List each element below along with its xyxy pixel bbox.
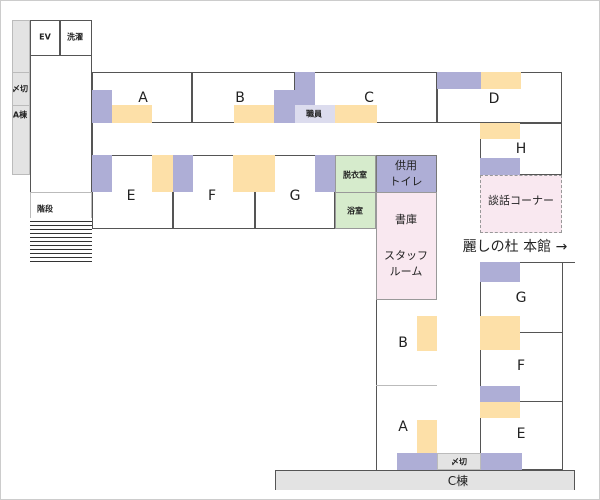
room-block bbox=[92, 155, 112, 192]
room-f-label: F bbox=[207, 188, 217, 204]
dressing-room bbox=[335, 155, 376, 193]
room-low-a-label: A bbox=[398, 419, 408, 435]
room-g-label: G bbox=[289, 188, 301, 204]
furniture bbox=[112, 105, 152, 123]
staff-label: 職員 bbox=[306, 109, 322, 119]
room-right-g-label: G bbox=[515, 290, 527, 306]
closet-a bbox=[12, 72, 30, 106]
furniture bbox=[480, 402, 520, 418]
stairs-steps bbox=[30, 218, 92, 262]
c-wing bbox=[275, 470, 575, 490]
furniture bbox=[480, 123, 520, 139]
furniture bbox=[152, 155, 173, 192]
room-top-a-label: A bbox=[138, 90, 148, 106]
room-block bbox=[397, 453, 437, 470]
room-h-label: H bbox=[515, 141, 527, 157]
furniture bbox=[417, 420, 437, 453]
wall bbox=[376, 385, 437, 386]
room-right-f[interactable] bbox=[480, 332, 562, 402]
archive-staffroom bbox=[376, 192, 437, 300]
laundry bbox=[60, 20, 92, 56]
laundry-label: 洗濯 bbox=[67, 32, 83, 42]
furniture bbox=[417, 316, 437, 351]
right-rooms bbox=[480, 262, 562, 470]
toilet bbox=[376, 155, 437, 193]
c-wing-label: C棟 bbox=[447, 474, 469, 488]
dressing-label: 脱衣室 bbox=[343, 170, 367, 180]
room-block bbox=[481, 453, 522, 470]
room-block bbox=[295, 72, 315, 105]
room-right-f-label: F bbox=[516, 358, 526, 374]
ev bbox=[30, 20, 60, 56]
room-block bbox=[173, 155, 193, 192]
room-right-e-label: E bbox=[516, 426, 526, 442]
bath bbox=[335, 192, 376, 229]
room-block bbox=[480, 158, 520, 175]
archive-label: 書庫 bbox=[395, 213, 417, 226]
staff-room bbox=[295, 105, 335, 123]
closet-a-label: 〆切 bbox=[12, 84, 28, 94]
furniture bbox=[255, 155, 275, 192]
room-e-label: E bbox=[126, 188, 136, 204]
toilet-label: 供用トイレ bbox=[389, 159, 423, 188]
bath-label: 浴室 bbox=[347, 206, 363, 216]
main-building-direction[interactable]: 麗しの杜 本館 → bbox=[462, 239, 568, 255]
stairs-label: 階段 bbox=[37, 204, 53, 214]
room-block bbox=[315, 155, 335, 192]
ev-label: EV bbox=[39, 32, 51, 42]
lounge-label: 談話コーナー bbox=[488, 194, 554, 207]
closet-c bbox=[437, 453, 481, 470]
furniture bbox=[480, 316, 520, 332]
room-top-d-label: D bbox=[488, 91, 500, 107]
room-top-c-label: C bbox=[364, 90, 374, 106]
room-block bbox=[480, 262, 520, 282]
furniture bbox=[234, 105, 274, 123]
room-block bbox=[92, 90, 112, 123]
furniture bbox=[481, 72, 521, 89]
furniture bbox=[480, 332, 520, 350]
room-block bbox=[480, 386, 520, 402]
wall bbox=[562, 262, 575, 490]
room-block bbox=[437, 72, 481, 89]
room-top-b-label: B bbox=[235, 90, 245, 106]
a-wing-label: A棟 bbox=[12, 110, 28, 120]
staffroom-label: スタッフルーム bbox=[384, 249, 428, 278]
closet-c-label: 〆切 bbox=[451, 457, 467, 467]
room-low-b-label: B bbox=[398, 335, 408, 351]
lounge bbox=[480, 175, 562, 233]
room-block bbox=[274, 90, 295, 123]
furniture bbox=[335, 105, 377, 123]
